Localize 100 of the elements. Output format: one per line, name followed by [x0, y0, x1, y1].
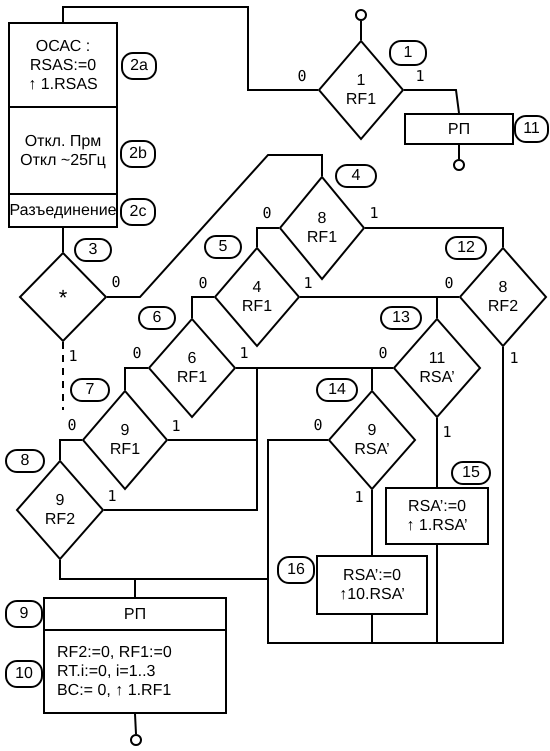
edge-label: 0 — [66, 417, 78, 433]
callout-number: 9 — [5, 600, 43, 628]
node-text: RF1 — [110, 440, 140, 459]
edge-label: 1 — [238, 345, 250, 361]
connector — [458, 145, 460, 159]
callout-number: 2a — [121, 52, 157, 80]
callout-number: 12 — [445, 236, 487, 260]
edge-label: 0 — [197, 275, 209, 291]
edge-label: 1 — [441, 424, 453, 440]
node-text: 8 — [498, 278, 508, 297]
node-text: ↑ 1.RSAS — [28, 74, 98, 94]
callout-number: 4 — [335, 164, 377, 188]
edge-label: 0 — [296, 68, 308, 84]
callout-number: 10 — [5, 660, 43, 688]
node-text: РП — [448, 120, 470, 138]
connector — [365, 227, 504, 247]
callout-number: 7 — [70, 378, 110, 402]
node-text: RF1 — [242, 297, 272, 316]
node-text: Откл. Прм — [24, 132, 102, 150]
node-text: RF2 — [44, 510, 76, 529]
node-text: 11 — [428, 349, 446, 368]
node-text: 9 — [120, 421, 130, 440]
symbol-text: * — [58, 288, 68, 306]
node-text: RSAS:=0 — [30, 56, 96, 74]
edge-label: 1 — [368, 205, 380, 221]
node-text: Откл ~25Гц — [20, 150, 106, 170]
node-text: 4 — [252, 278, 262, 297]
connector — [436, 296, 459, 318]
edge-label: 1 — [106, 488, 118, 504]
node-text: RF1 — [306, 228, 338, 247]
edge-label: 0 — [377, 345, 389, 361]
callout-number: 1 — [389, 40, 427, 66]
node-text: 8 — [318, 209, 326, 228]
callout-number: 15 — [451, 461, 491, 485]
connector — [360, 21, 362, 40]
connector — [371, 490, 373, 555]
connector — [134, 578, 373, 644]
node-text: 6 — [188, 349, 196, 368]
edge-label: 1 — [353, 489, 365, 505]
connector — [124, 367, 148, 390]
terminal-circle — [130, 734, 142, 746]
terminal-circle — [355, 9, 367, 21]
callout-number: 11 — [514, 115, 549, 143]
edge-label: 1 — [508, 350, 520, 366]
edge-label: 1 — [302, 275, 314, 291]
node-text: RF1 — [176, 368, 208, 387]
edge-label: 0 — [110, 274, 122, 290]
connector — [436, 418, 438, 487]
process-box — [385, 487, 489, 545]
node-text: RF1 — [346, 90, 376, 109]
node-text: 9 — [56, 491, 64, 510]
node-text: RSA’:=0 — [408, 497, 466, 516]
callout-number: 13 — [380, 306, 422, 330]
connector — [62, 6, 318, 91]
connector — [107, 154, 323, 298]
callout-number: 2b — [120, 140, 156, 168]
callout-number: 14 — [316, 378, 358, 402]
callout-number: 2c — [120, 198, 156, 226]
node-text: RT.i:=0, i=1..3 — [57, 662, 156, 681]
node-text: РП — [124, 604, 146, 624]
process-box — [8, 193, 118, 228]
edge-label: 0 — [443, 275, 455, 291]
callout-number: 5 — [204, 235, 242, 259]
process-box — [316, 555, 428, 615]
dashed-connector — [62, 342, 64, 410]
connector — [62, 228, 64, 252]
node-text: ОСАС : — [36, 36, 90, 56]
connector — [59, 439, 82, 460]
callout-number: 6 — [138, 306, 176, 330]
connector — [134, 714, 137, 734]
edge-label: 1 — [414, 68, 426, 84]
node-text: BC:= 0, ↑ 1.RF1 — [57, 681, 172, 700]
process-box — [43, 597, 227, 631]
node-text: ↑ 1.RSA’ — [406, 516, 468, 535]
node-text: 1 — [356, 71, 366, 90]
process-box — [8, 22, 118, 108]
callout-number: 8 — [5, 449, 45, 473]
process-box — [43, 629, 227, 714]
node-text: Разъединение — [9, 201, 117, 220]
callout-number: 16 — [277, 556, 315, 584]
connector — [191, 296, 214, 318]
edge-label: 1 — [170, 418, 182, 434]
callout-number: 3 — [74, 238, 112, 262]
edge-label: 0 — [261, 205, 273, 221]
terminal-circle — [453, 159, 465, 171]
node-text: RSA’:=0 — [343, 566, 401, 585]
connector — [256, 227, 279, 247]
process-box — [404, 113, 514, 145]
node-text: RSA’ — [419, 368, 455, 387]
connector — [104, 367, 373, 511]
edge-label: 0 — [131, 345, 143, 361]
node-text: RF2 — [488, 297, 518, 316]
edge-label: 0 — [312, 417, 324, 433]
process-box — [8, 106, 118, 195]
edge-label: 1 — [67, 348, 79, 364]
connector — [404, 89, 460, 114]
node-text: ↑10.RSA’ — [339, 585, 405, 604]
node-text: 9 — [368, 421, 376, 440]
decision-diamond — [318, 40, 404, 140]
node-text: RF2:=0, RF1:=0 — [57, 643, 172, 662]
